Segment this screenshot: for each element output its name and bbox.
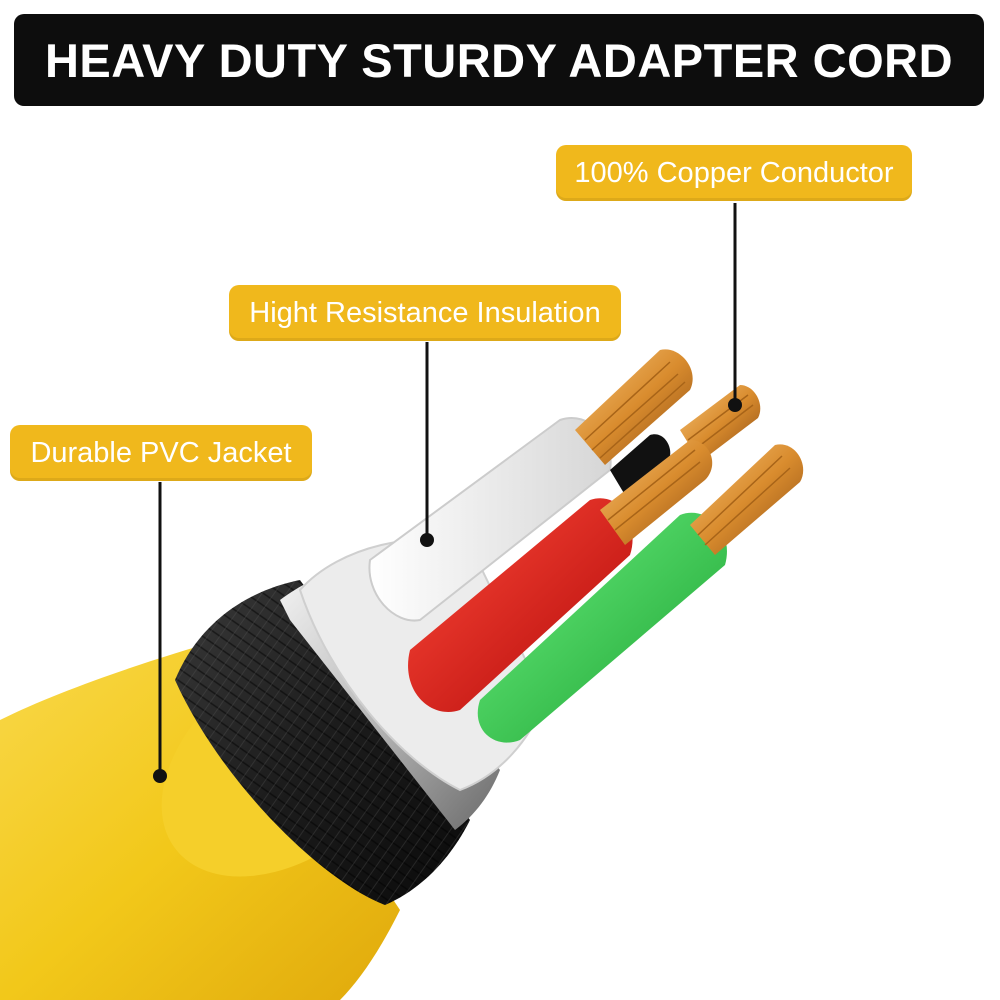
red-wire	[408, 498, 633, 712]
leader-line-jacket	[153, 482, 167, 783]
callout-jacket-label: Durable PVC Jacket	[30, 436, 292, 469]
leader-line-copper	[728, 203, 742, 412]
title-banner: HEAVY DUTY STURDY ADAPTER CORD	[14, 14, 984, 106]
callout-copper-conductor: 100% Copper Conductor	[556, 145, 912, 201]
copper-conductors	[575, 349, 804, 555]
copper-strand-green	[690, 444, 804, 555]
callout-insulation: Hight Resistance Insulation	[229, 285, 621, 341]
copper-strand-red	[600, 440, 713, 545]
green-wire	[477, 512, 727, 743]
callout-pvc-jacket: Durable PVC Jacket	[10, 425, 312, 481]
callout-insulation-label: Hight Resistance Insulation	[249, 296, 601, 329]
callout-copper-label: 100% Copper Conductor	[574, 156, 894, 189]
page-title: HEAVY DUTY STURDY ADAPTER CORD	[44, 33, 954, 87]
copper-strand-white	[575, 349, 693, 465]
black-wire	[610, 434, 671, 495]
leader-line-insulation	[420, 342, 434, 547]
braided-shield	[175, 580, 470, 905]
